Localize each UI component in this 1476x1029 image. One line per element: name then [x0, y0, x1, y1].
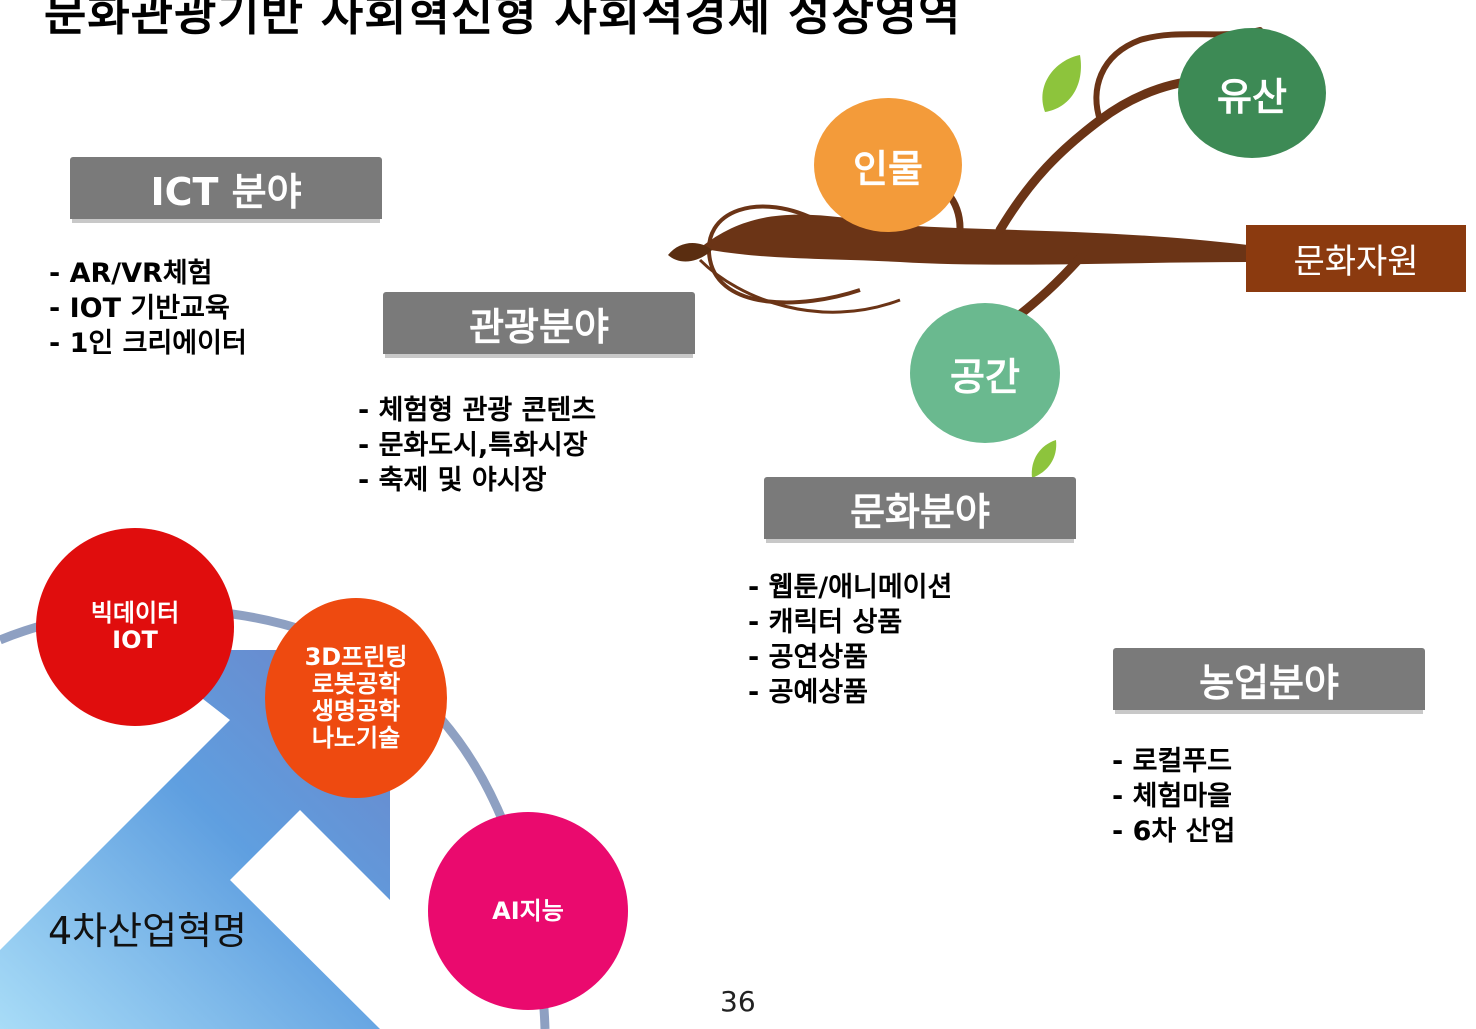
person-circle: 인물 — [814, 98, 962, 232]
list-item: - 공연상품 — [748, 642, 868, 673]
list-item: - 공예상품 — [748, 677, 868, 708]
list-item: - 6차 산업 — [1112, 816, 1236, 847]
sector-culture-label: 문화분야 — [764, 477, 1076, 539]
ai-circle: AI지능 — [428, 812, 628, 1010]
tech-line: 생명공학 — [311, 697, 401, 725]
sector-agriculture-label: 농업분야 — [1113, 648, 1425, 710]
heritage-circle: 유산 — [1178, 28, 1326, 158]
leaf-green-top — [1042, 55, 1081, 112]
sector-agriculture-list: - 로컬푸드 - 체험마을 - 6차 산업 — [1112, 744, 1235, 849]
tech-line: 나노기술 — [311, 724, 401, 752]
leaf-green-bottom — [1031, 440, 1057, 478]
sector-tourism-list: - 체험형 관광 콘텐츠 - 문화도시,특화시장 - 축제 및 야시장 — [358, 393, 596, 498]
revolution-label: 4차산업혁명 — [48, 909, 247, 953]
tech-line: 3D프린팅 — [304, 643, 408, 671]
list-item: - 1인 크리에이터 — [49, 328, 247, 359]
cultural-resource-box: 문화자원 — [1246, 225, 1466, 292]
tree-swirl-2 — [698, 258, 901, 314]
tech-line: 빅데이터 — [90, 599, 180, 627]
sector-culture-list: - 웹툰/애니메이션 - 캐릭터 상품 - 공연상품 - 공예상품 — [748, 570, 952, 710]
tree-trunk — [700, 214, 1248, 265]
tech-line: AI지능 — [492, 896, 564, 925]
page-number: 36 — [720, 985, 756, 1018]
sector-ict-label: ICT 분야 — [70, 157, 382, 219]
list-item: - 로컬푸드 — [1112, 746, 1232, 777]
list-item: - 웹툰/애니메이션 — [748, 572, 953, 603]
bigdata-iot-circle: 빅데이터 IOT — [36, 528, 234, 726]
leaf-dark — [668, 243, 712, 262]
sector-ict-list: - AR/VR체험 - IOT 기반교육 - 1인 크리에이터 — [49, 256, 247, 361]
tech-line: 로봇공학 — [311, 670, 401, 698]
list-item: - 캐릭터 상품 — [748, 607, 903, 638]
space-circle: 공간 — [910, 303, 1060, 443]
technology-circle: 3D프린팅 로봇공학 생명공학 나노기술 — [265, 598, 447, 798]
sector-tourism-label: 관광분야 — [383, 292, 695, 354]
list-item: - 축제 및 야시장 — [358, 465, 547, 496]
page-title: 문화관광기반 사회혁신형 사회적경제 성장영역 — [44, 0, 962, 41]
tech-line: IOT — [112, 626, 158, 654]
list-item: - IOT 기반교육 — [49, 293, 230, 324]
list-item: - 문화도시,특화시장 — [358, 430, 588, 461]
list-item: - AR/VR체험 — [49, 258, 213, 289]
list-item: - 체험마을 — [1112, 781, 1232, 812]
tree-swirl — [706, 204, 861, 305]
list-item: - 체험형 관광 콘텐츠 — [358, 395, 597, 426]
